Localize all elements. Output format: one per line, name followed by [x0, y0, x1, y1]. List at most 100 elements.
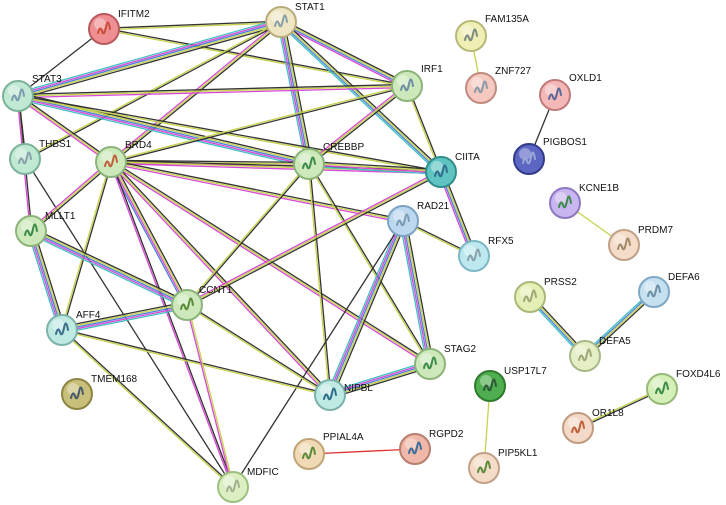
edge-stat1-stat3[interactable] — [16, 18, 283, 100]
node-usp17l7[interactable]: USP17L7 — [474, 366, 547, 402]
node-mdfic[interactable]: MDFIC — [217, 467, 279, 503]
edge-aff4-mdfic[interactable] — [61, 328, 234, 489]
edge-brd4-ciita[interactable] — [110, 159, 442, 175]
node-ccnt1[interactable]: CCNT1 — [171, 285, 233, 321]
edge-evidence-line — [17, 28, 105, 97]
edge-brd4-mdfic[interactable] — [109, 161, 235, 488]
node-kcne1b[interactable]: KCNE1B — [549, 183, 619, 219]
node-label: USP17L7 — [504, 366, 547, 377]
protein-structure-icon — [522, 151, 536, 165]
node-foxd4l6[interactable]: FOXD4L6 — [646, 369, 721, 405]
edge-evidence-line — [18, 86, 408, 99]
edge-stat1-crebbp[interactable] — [277, 21, 313, 165]
node-irf1[interactable]: IRF1 — [391, 64, 443, 102]
node-crebbp[interactable]: CREBBP — [293, 142, 364, 180]
edge-evidence-line — [62, 328, 234, 487]
edge-thbs1-mdfic[interactable] — [24, 158, 234, 488]
edge-brd4-ccnt1[interactable] — [108, 160, 190, 307]
node-highlight — [520, 286, 532, 298]
edge-crebbp-ccnt1[interactable] — [185, 163, 311, 306]
edge-ccnt1-mdfic[interactable] — [185, 304, 235, 488]
node-prss2[interactable]: PRSS2 — [514, 277, 577, 313]
edge-ppial4a-rgpd2[interactable] — [308, 448, 416, 455]
edge-brd4-mllt1[interactable] — [29, 160, 113, 233]
node-circle — [314, 379, 346, 411]
edge-brd4-nipbl[interactable] — [109, 160, 332, 397]
node-circle — [293, 148, 325, 180]
edge-rad21-mdfic[interactable] — [232, 220, 404, 488]
edge-evidence-line — [281, 21, 312, 164]
edge-ifitm2-stat1[interactable] — [103, 20, 282, 31]
edge-stat3-irf1[interactable] — [17, 83, 408, 99]
node-ifitm2[interactable]: IFITM2 — [88, 9, 150, 45]
edge-irf1-brd4[interactable] — [110, 84, 408, 164]
protein-structure-icon — [647, 284, 661, 298]
node-highlight — [545, 84, 557, 96]
node-oxld1[interactable]: OXLD1 — [539, 73, 602, 111]
edge-ifitm2-irf1[interactable] — [103, 27, 408, 88]
node-rgpd2[interactable]: RGPD2 — [399, 429, 464, 465]
edge-rad21-nipbl[interactable] — [326, 219, 407, 397]
node-ciita[interactable]: CIITA — [425, 152, 480, 188]
edge-brd4-rad21[interactable] — [110, 159, 404, 224]
node-rad21[interactable]: RAD21 — [387, 201, 450, 237]
node-circle — [387, 205, 419, 237]
edge-crebbp-stag2[interactable] — [307, 163, 432, 365]
node-or1l8[interactable]: OR1L8 — [562, 408, 624, 444]
edge-evidence-line — [18, 22, 282, 99]
edge-stat3-brd4[interactable] — [16, 94, 113, 164]
edge-crebbp-ciita[interactable] — [308, 160, 442, 176]
node-tmem168[interactable]: TMEM168 — [61, 374, 138, 410]
node-defa6[interactable]: DEFA6 — [638, 272, 700, 308]
node-ppial4a[interactable]: PPIAL4A — [293, 432, 364, 470]
edge-brd4-aff4[interactable] — [60, 161, 113, 331]
node-circle — [425, 156, 457, 188]
node-label: DEFA6 — [668, 272, 700, 283]
edge-ciita-ccnt1[interactable] — [185, 170, 443, 307]
edge-rad21-stag2[interactable] — [399, 220, 434, 365]
node-circle — [61, 378, 93, 410]
edge-aff4-nipbl[interactable] — [61, 328, 331, 397]
protein-structure-icon — [55, 322, 69, 336]
node-highlight — [177, 294, 189, 306]
edge-mllt1-aff4[interactable] — [27, 229, 66, 332]
edge-evidence-line — [186, 171, 442, 306]
node-defa5[interactable]: DEFA5 — [569, 336, 631, 372]
node-circle — [549, 187, 581, 219]
node-stat1[interactable]: STAT1 — [265, 2, 325, 38]
edge-ifitm2-stat3[interactable] — [17, 28, 105, 97]
node-fam135a[interactable]: FAM135A — [455, 14, 529, 52]
node-highlight — [519, 148, 531, 160]
node-label: STAG2 — [444, 344, 476, 355]
node-pip5kl1[interactable]: PIP5KL1 — [468, 448, 538, 484]
node-pigbos1[interactable]: PIGBOS1 — [513, 137, 587, 175]
node-highlight — [614, 234, 626, 246]
edge-evidence-line — [24, 158, 234, 488]
node-brd4[interactable]: BRD4 — [95, 140, 152, 178]
node-circle — [513, 143, 545, 175]
edge-aff4-ccnt1[interactable] — [61, 301, 188, 334]
protein-structure-icon — [396, 213, 410, 227]
node-nipbl[interactable]: NIPBL — [314, 379, 373, 411]
node-znf727[interactable]: ZNF727 — [465, 66, 532, 104]
edge-stag2-nipbl[interactable] — [328, 360, 432, 399]
edge-ccnt1-nipbl[interactable] — [186, 303, 331, 397]
protein-structure-icon — [70, 386, 84, 400]
node-thbs1[interactable]: THBS1 — [9, 139, 72, 175]
edge-evidence-line — [33, 229, 66, 330]
edge-crebbp-nipbl[interactable] — [307, 163, 332, 396]
node-rfx5[interactable]: RFX5 — [458, 236, 514, 272]
node-stat3[interactable]: STAT3 — [2, 74, 62, 112]
edge-irf1-crebbp[interactable] — [307, 84, 409, 166]
edge-stat3-ciita[interactable] — [17, 94, 442, 174]
node-label: AFF4 — [76, 310, 101, 321]
node-circle — [15, 215, 47, 247]
node-stag2[interactable]: STAG2 — [414, 344, 476, 380]
edge-stat1-irf1[interactable] — [279, 19, 409, 89]
node-aff4[interactable]: AFF4 — [46, 310, 101, 346]
edge-mllt1-ccnt1[interactable] — [29, 227, 189, 309]
node-prdm7[interactable]: PRDM7 — [608, 225, 673, 261]
node-mllt1[interactable]: MLLT1 — [15, 211, 76, 247]
edge-evidence-line — [61, 330, 330, 397]
